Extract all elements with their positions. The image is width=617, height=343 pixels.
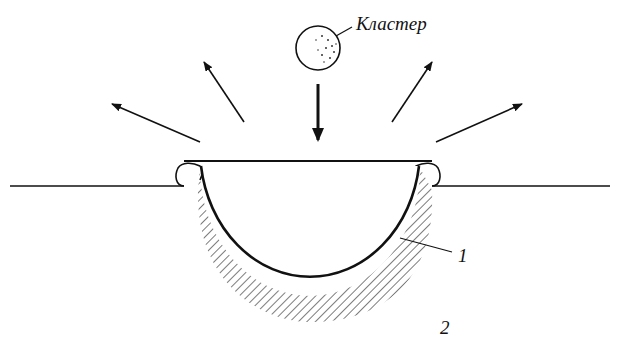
surface-line (10, 185, 184, 187)
surface-line (432, 185, 610, 187)
ejecta-arrow (392, 62, 432, 122)
ejecta-arrow (204, 62, 244, 122)
cluster-texture (315, 35, 337, 63)
crater-bowl (201, 166, 419, 277)
callout-number: 2 (440, 318, 450, 337)
rim-lip (176, 163, 202, 186)
leader-line (336, 27, 352, 36)
ejecta-arrow (436, 104, 522, 142)
leader-line (400, 238, 452, 252)
crater-rim (184, 160, 432, 162)
cluster-ball (296, 26, 340, 70)
impact-arrow (317, 84, 320, 140)
part-label: Кластер (356, 14, 427, 33)
callout-number: 1 (458, 246, 468, 265)
ejecta-arrow (112, 104, 200, 142)
